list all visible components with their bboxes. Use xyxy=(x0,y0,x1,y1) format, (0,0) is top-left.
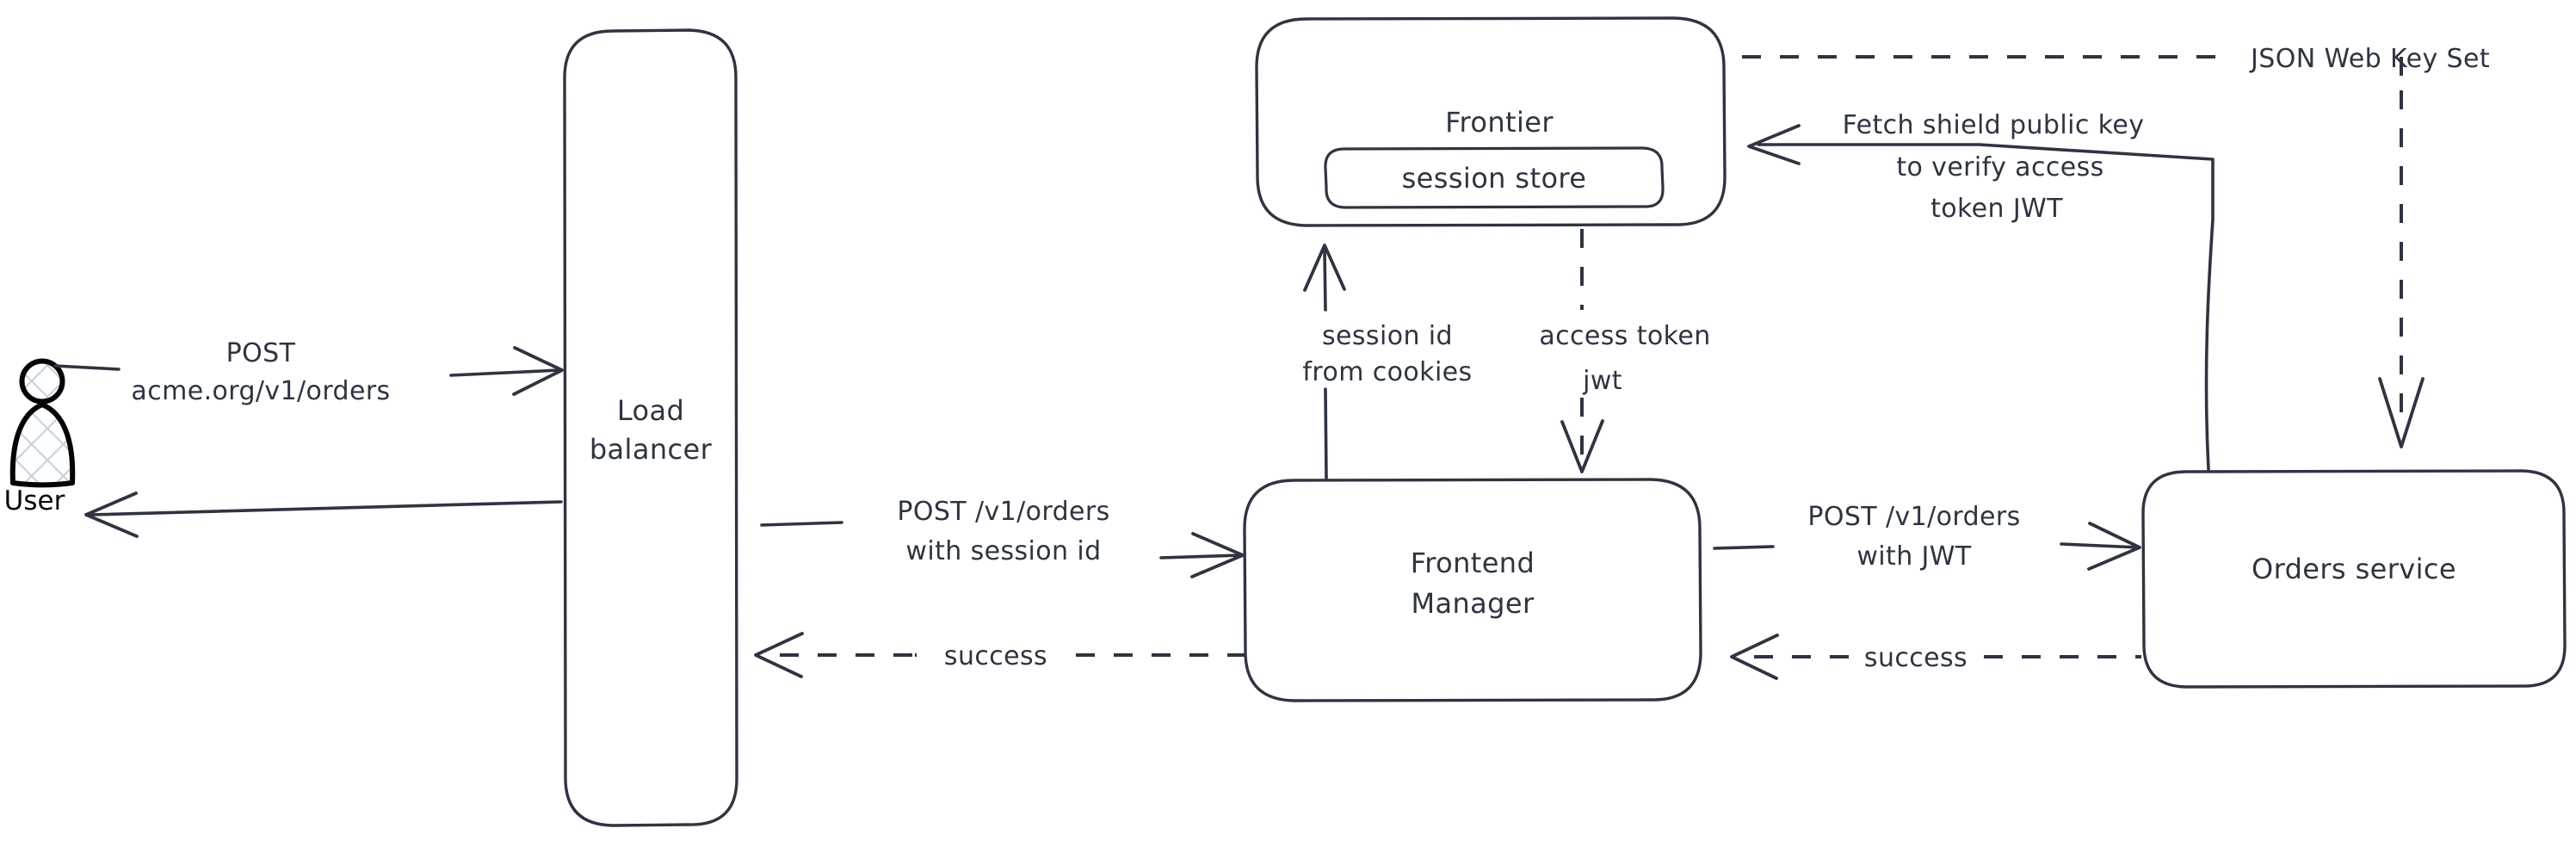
edge-orders-to-frontier[interactable]: Fetch shield public key to verify access… xyxy=(1747,110,2215,471)
frontend-manager-label-line1: Frontend xyxy=(1411,547,1535,579)
edge-fm-to-orders-label-line1: POST /v1/orders xyxy=(1807,502,2020,532)
edge-orders-to-fm-label: success xyxy=(1864,643,1968,673)
edge-orders-to-frontier-line xyxy=(1757,143,2215,471)
edge-user-to-lb-label-line1: POST xyxy=(226,338,296,368)
edge-orders-to-frontier-label-line2: to verify access xyxy=(1896,152,2103,182)
edge-jwks-label: JSON Web Key Set xyxy=(2249,44,2490,74)
edge-frontier-to-fm-label-line1: access token xyxy=(1539,321,1710,351)
edge-orders-to-frontier-label-line1: Fetch shield public key xyxy=(1843,110,2145,140)
edge-user-to-lb-line-right xyxy=(449,368,561,377)
edge-lb-to-fm-line-left xyxy=(760,521,843,527)
edge-lb-to-frontend-manager[interactable]: POST /v1/orders with session id xyxy=(760,497,1245,578)
edge-fm-to-orders-label-line2: with JWT xyxy=(1856,541,1971,572)
orders-service-box xyxy=(2141,469,2567,689)
frontend-manager-box xyxy=(1243,478,1702,702)
edge-fm-to-lb-arrowhead xyxy=(754,632,804,678)
node-session-store[interactable]: session store xyxy=(1324,146,1665,209)
edge-user-to-lb-label-line2: acme.org/v1/orders xyxy=(131,376,390,406)
edge-orders-to-frontier-arrowhead xyxy=(1747,124,1801,165)
edge-lb-to-user-line xyxy=(90,500,563,516)
frontend-manager-label-line2: Manager xyxy=(1411,587,1535,620)
edge-fm-to-frontier-label-line2: from cookies xyxy=(1302,357,1472,387)
actor-user[interactable]: User xyxy=(4,358,76,517)
edge-lb-to-fm-label-line1: POST /v1/orders xyxy=(897,497,1109,527)
edge-fm-to-frontier[interactable]: session id from cookies xyxy=(1302,244,1472,480)
edge-fm-to-orders[interactable]: POST /v1/orders with JWT xyxy=(1713,502,2141,572)
edge-fm-to-orders-line-left xyxy=(1713,545,1775,550)
edge-lb-to-user[interactable] xyxy=(84,492,563,538)
edge-frontier-to-fm[interactable]: access token jwt xyxy=(1539,229,1710,473)
person-icon-body xyxy=(9,402,76,488)
edge-user-to-load-balancer[interactable]: POST acme.org/v1/orders xyxy=(53,338,564,406)
orders-service-label: Orders service xyxy=(2252,553,2456,585)
session-store-label: session store xyxy=(1402,162,1587,195)
load-balancer-label-line1: Load xyxy=(617,394,684,427)
edge-orders-to-frontier-label-line3: token JWT xyxy=(1930,194,2063,224)
edge-frontier-to-fm-label-line2: jwt xyxy=(1582,366,1622,396)
node-frontier[interactable]: Frontier session store xyxy=(1255,16,1727,227)
session-store-box xyxy=(1324,146,1665,209)
node-load-balancer[interactable]: Load balancer xyxy=(563,28,738,827)
edge-lb-to-fm-arrowhead xyxy=(1190,532,1245,578)
edge-orders-to-fm-success[interactable]: success xyxy=(1730,634,2141,680)
frontier-label: Frontier xyxy=(1445,106,1554,139)
load-balancer-box xyxy=(563,28,738,827)
edge-orders-to-fm-arrowhead xyxy=(1730,634,1779,680)
edge-lb-to-fm-line-right xyxy=(1159,553,1243,560)
edge-lb-to-user-arrowhead xyxy=(84,492,139,538)
node-orders-service[interactable]: Orders service xyxy=(2141,469,2567,689)
edge-user-to-lb-line-left xyxy=(53,364,120,371)
edge-fm-to-frontier-line-lower xyxy=(1324,387,1328,480)
edge-jwks-arrowhead xyxy=(2378,377,2425,448)
edge-fm-to-frontier-arrowhead xyxy=(1303,244,1346,292)
node-frontend-manager[interactable]: Frontend Manager xyxy=(1243,478,1702,702)
edge-frontier-to-fm-arrowhead xyxy=(1560,419,1604,473)
edge-fm-to-orders-line-right xyxy=(2060,542,2140,549)
edge-frontier-to-orders-jwks[interactable]: JSON Web Key Set xyxy=(1742,44,2490,448)
person-icon-head xyxy=(19,358,65,405)
edge-user-to-lb-arrowhead xyxy=(512,346,564,396)
edge-lb-to-fm-label-line2: with session id xyxy=(905,536,1101,566)
edge-fm-to-frontier-label-line1: session id xyxy=(1322,321,1453,351)
load-balancer-label-line2: balancer xyxy=(590,433,713,466)
edge-fm-to-lb-label: success xyxy=(944,641,1047,671)
actor-user-label: User xyxy=(4,485,65,516)
edge-fm-to-orders-arrowhead xyxy=(2087,522,2141,571)
edge-fm-to-lb-success[interactable]: success xyxy=(754,632,1245,678)
